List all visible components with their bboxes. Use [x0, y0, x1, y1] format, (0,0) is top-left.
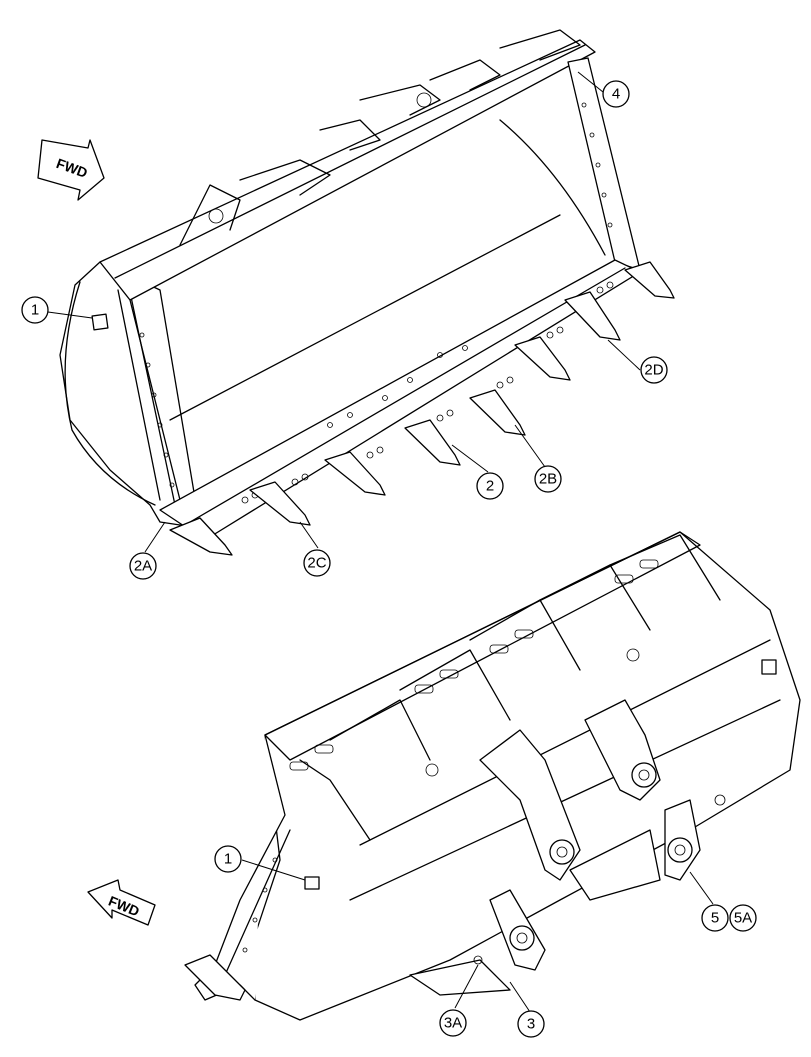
callout-5: 5	[701, 904, 729, 932]
svg-text:2C: 2C	[307, 555, 326, 572]
svg-text:1: 1	[224, 851, 232, 868]
rear-bucket-drawing	[184, 531, 801, 1021]
callout-1-top: 1	[21, 296, 49, 324]
callout-2D: 2D	[640, 356, 668, 384]
callout-2: 2	[476, 472, 504, 500]
svg-text:2A: 2A	[134, 558, 152, 575]
callout-3A: 3A	[439, 1009, 467, 1037]
callout-1-bottom: 1	[214, 845, 242, 873]
svg-text:5A: 5A	[734, 910, 752, 927]
callout-3: 3	[517, 1010, 545, 1038]
svg-text:2D: 2D	[644, 362, 663, 379]
callout-2C: 2C	[303, 549, 331, 577]
callout-4: 4	[602, 80, 630, 108]
leader-lines	[47, 71, 714, 1013]
svg-text:4: 4	[612, 86, 620, 103]
callout-5A: 5A	[729, 904, 757, 932]
svg-text:3: 3	[527, 1016, 535, 1033]
fwd-arrow-bottom: FWD	[87, 879, 156, 926]
svg-text:1: 1	[31, 302, 39, 319]
svg-text:2: 2	[486, 478, 494, 495]
callout-2B: 2B	[534, 465, 562, 493]
callout-2A: 2A	[129, 552, 157, 580]
svg-text:5: 5	[711, 910, 719, 927]
svg-text:3A: 3A	[444, 1015, 462, 1032]
fwd-arrow-top: FWD	[37, 139, 105, 201]
front-bucket-drawing	[59, 29, 675, 556]
svg-text:2B: 2B	[539, 471, 557, 488]
